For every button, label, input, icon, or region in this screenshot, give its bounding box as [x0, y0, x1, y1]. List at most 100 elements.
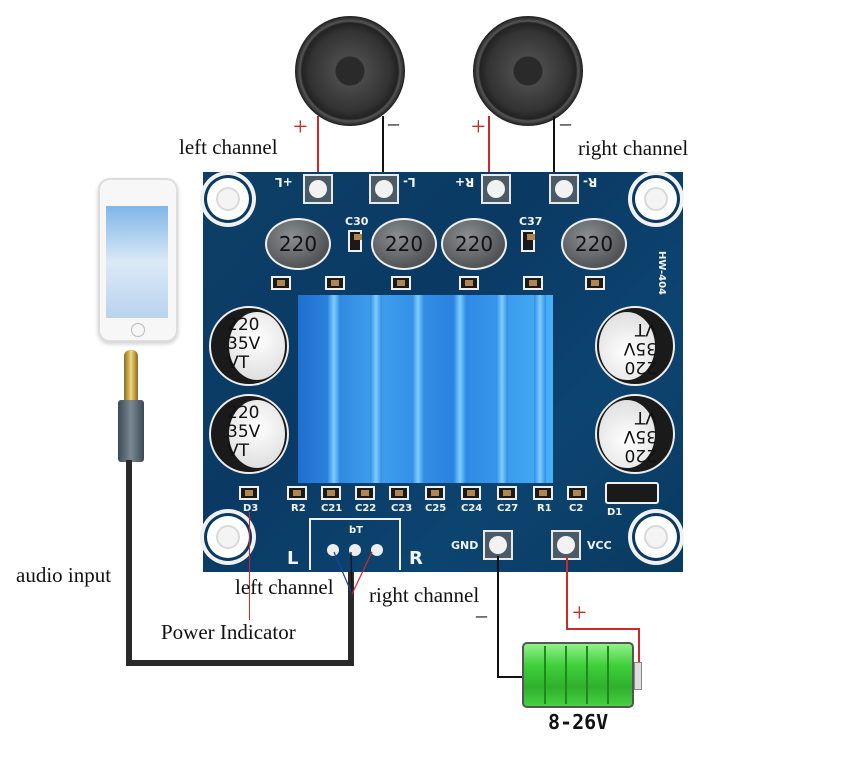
- led-d3: [239, 486, 259, 500]
- silk-input-right: R: [409, 548, 423, 569]
- inductor-1: 220: [265, 218, 331, 270]
- silk-c22: C22: [355, 503, 377, 514]
- silk-c23: C23: [391, 503, 413, 514]
- cap-c22: [355, 486, 375, 500]
- silk-left-plus: +L: [275, 175, 293, 189]
- res-r1: [533, 486, 553, 500]
- silk-left-minus: L-: [403, 175, 416, 189]
- input-wire-right: [351, 551, 373, 595]
- right-channel-input-label: right channel: [369, 583, 480, 607]
- mount-hole-br: [635, 516, 677, 558]
- cap-c33: [459, 276, 479, 290]
- mount-hole-tl: [207, 178, 249, 220]
- battery-cell-divider: [607, 646, 609, 704]
- input-pin-ground: [349, 544, 361, 556]
- left-speaker: [295, 16, 405, 126]
- pad-left-plus: [303, 174, 333, 204]
- silk-r1: R1: [537, 503, 552, 514]
- pad-left-minus: [369, 174, 399, 204]
- right-channel-label: right channel: [578, 136, 689, 160]
- silk-c24: C24: [461, 503, 483, 514]
- battery-positive-wire-h: [566, 628, 640, 630]
- heatsink-fin: [496, 295, 508, 483]
- cap-c37: [521, 230, 535, 252]
- left-negative-wire: [382, 116, 384, 188]
- input-wire-left: [333, 551, 353, 595]
- silk-input-left: L: [287, 548, 299, 569]
- battery-negative-wire-v: [497, 556, 499, 678]
- heatsink-fin: [412, 295, 424, 483]
- cap-c32: [391, 276, 411, 290]
- input-pin-left: [327, 544, 339, 556]
- res-r2: [287, 486, 307, 500]
- silk-d1: D1: [607, 507, 623, 518]
- cap-c2: [567, 486, 587, 500]
- right-speaker-plus: +: [471, 112, 486, 141]
- heatsink-fin: [328, 295, 340, 483]
- silk-c25: C25: [425, 503, 447, 514]
- left-channel-label: left channel: [179, 135, 278, 159]
- battery-positive-wire-v2: [638, 628, 640, 664]
- phone-home-button: [131, 323, 145, 337]
- cap-c31: [325, 276, 345, 290]
- cap-c24: [461, 486, 481, 500]
- battery-negative-wire-h: [497, 676, 523, 678]
- cap-c23: [389, 486, 409, 500]
- inductor-3: 220: [441, 218, 507, 270]
- audio-jack-body: [118, 400, 144, 462]
- silk-c30: C30: [345, 215, 369, 228]
- input-wires: [333, 551, 373, 595]
- cap-c30: [348, 230, 362, 252]
- mount-hole-tr: [635, 178, 677, 220]
- power-indicator-line: [249, 512, 250, 620]
- silk-gnd: GND: [451, 539, 479, 552]
- silk-c21: C21: [321, 503, 343, 514]
- silk-model: HW-404: [655, 251, 667, 295]
- input-wire-ground: [350, 551, 353, 595]
- left-speaker-plus: +: [293, 112, 308, 141]
- inductor-2: 220: [371, 218, 437, 270]
- silk-right-minus: R-: [583, 175, 598, 189]
- mount-hole-bl: [207, 516, 249, 558]
- smartphone: [98, 178, 178, 342]
- battery-cell-divider: [565, 646, 567, 704]
- silk-input-header: bT: [349, 525, 363, 536]
- heatsink-fin: [534, 295, 546, 483]
- battery-voltage-label: 8-26V: [548, 710, 609, 734]
- cap-c34: [523, 276, 543, 290]
- right-speaker-minus: –: [560, 110, 571, 135]
- silk-vcc: VCC: [587, 539, 612, 552]
- power-indicator-label: Power Indicator: [161, 620, 296, 644]
- pad-vcc: [551, 530, 581, 560]
- right-speaker: [473, 16, 583, 126]
- pad-right-plus: [481, 174, 511, 204]
- right-positive-wire: [488, 116, 490, 188]
- left-positive-wire: [317, 116, 319, 188]
- cap-c25: [425, 486, 445, 500]
- cap-c38: [585, 276, 605, 290]
- heatsink-fin: [454, 295, 466, 483]
- input-header: [309, 518, 401, 570]
- battery: [522, 642, 634, 708]
- silk-r2: R2: [291, 503, 306, 514]
- pad-right-minus: [549, 174, 579, 204]
- right-negative-wire: [553, 116, 555, 188]
- cap-c21: [321, 486, 341, 500]
- audio-jack-plug: [124, 350, 138, 400]
- battery-minus: –: [476, 602, 487, 627]
- silk-c2: C2: [569, 503, 584, 514]
- inductor-4: 220: [561, 218, 627, 270]
- battery-plus: +: [572, 598, 587, 627]
- silk-c37: C37: [519, 215, 543, 228]
- battery-terminal: [634, 662, 642, 690]
- left-channel-input-label: left channel: [235, 575, 334, 599]
- left-speaker-minus: –: [388, 110, 399, 135]
- phone-screen: [106, 206, 168, 318]
- diode-d1: [605, 482, 659, 504]
- battery-positive-wire-v1: [566, 556, 568, 628]
- battery-cell-divider: [586, 646, 588, 704]
